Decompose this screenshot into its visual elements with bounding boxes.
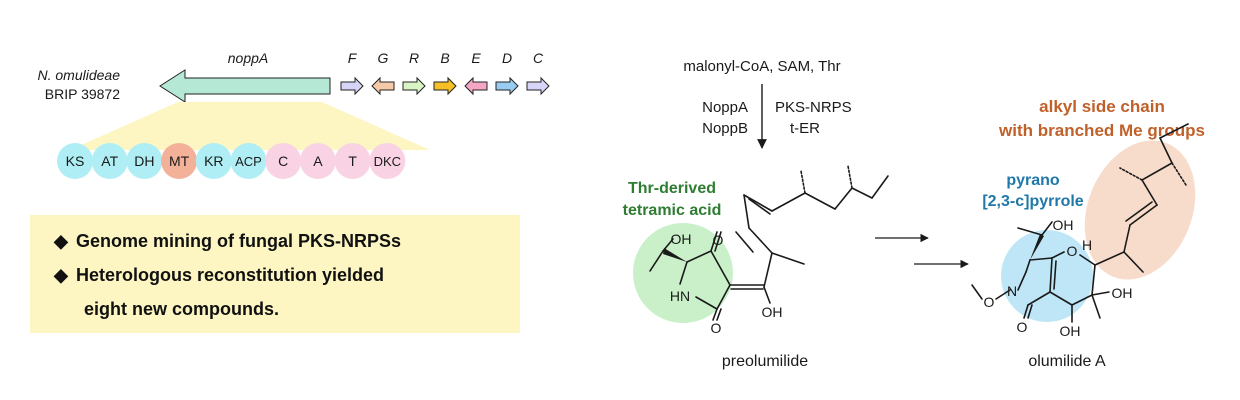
substrates-label: malonyl-CoA, SAM, Thr xyxy=(683,58,840,75)
olumilide-structure xyxy=(971,123,1189,323)
preolumilide-enol-oh: OH xyxy=(762,304,783,320)
thr-label-line2: tetramic acid xyxy=(623,202,722,219)
bullet-reconstitution: ◆ Heterologous reconstitution yielded xyxy=(54,265,384,286)
gene-label-e: E xyxy=(471,50,481,66)
gene-arrow-f xyxy=(340,76,364,96)
preolumilide-name: preolumilide xyxy=(722,353,808,370)
side-chain-label-line1: alkyl side chain xyxy=(1039,97,1165,116)
domain-circle-mt xyxy=(161,143,198,179)
domain-label-t: T xyxy=(348,153,357,169)
olumilide-oh-bottom: OH xyxy=(1060,323,1081,339)
diamond-bullet-icon: ◆ xyxy=(54,231,68,251)
domain-label-dh: DH xyxy=(134,153,154,169)
preolumilide-o-bottom: O xyxy=(711,320,722,336)
gene-arrow-r xyxy=(402,76,426,96)
enzyme-noppb: NoppB xyxy=(702,120,748,137)
side-chain-label-line2: with branched Me groups xyxy=(998,121,1205,140)
domain-label-at: AT xyxy=(101,153,118,169)
gene-label-f: F xyxy=(348,50,358,66)
enzyme-pks-nrps: PKS-NRPS xyxy=(775,99,852,116)
domain-label-acp: ACP xyxy=(235,154,262,169)
gene-arrow-e xyxy=(464,76,488,96)
preolumilide-hn: HN xyxy=(670,288,690,304)
domain-circle-c xyxy=(265,143,302,179)
diamond-bullet-icon: ◆ xyxy=(54,265,68,285)
preolumilide-structure xyxy=(649,165,889,321)
pyrano-label-line1: pyrano xyxy=(1006,172,1060,189)
domain-circle-at xyxy=(91,143,128,179)
organism-strain: BRIP 39872 xyxy=(45,86,120,102)
domain-circle-t xyxy=(334,143,371,179)
olumilide-ome-o: O xyxy=(984,294,995,310)
domain-label-kr: KR xyxy=(204,153,223,169)
domain-circle-dh xyxy=(126,143,163,179)
domain-circle-ks xyxy=(57,143,93,179)
domain-circle-kr xyxy=(195,143,232,179)
gene-label-r: R xyxy=(409,50,419,66)
domain-label-ks: KS xyxy=(66,153,85,169)
olumilide-oh-top: OH xyxy=(1053,217,1074,233)
pyrano-label-line2: [2,3-c]pyrrole xyxy=(982,193,1083,210)
thr-label-line1: Thr-derived xyxy=(628,180,716,197)
gene-arrow-c xyxy=(526,76,550,96)
enzyme-noppa: NoppA xyxy=(702,99,748,116)
domain-label-dkc: DKC xyxy=(374,154,401,169)
domain-circle-a xyxy=(299,143,336,179)
organism-species: N. omulideae xyxy=(38,67,121,83)
main-gene-label: noppA xyxy=(228,50,268,66)
preolumilide-o-top: O xyxy=(713,232,724,248)
olumilide-carbonyl-o: O xyxy=(1017,319,1028,335)
domain-circle-acp xyxy=(230,143,267,179)
domain-label-c: C xyxy=(278,153,288,169)
gene-arrow-d xyxy=(495,76,519,96)
gene-label-b: B xyxy=(440,50,449,66)
preolumilide-oh: OH xyxy=(671,231,692,247)
bullet-text: Genome mining of fungal PKS-NRPSs xyxy=(76,231,402,251)
noppa-gene-arrow xyxy=(159,69,331,103)
olumilide-name: olumilide A xyxy=(1028,353,1106,370)
bullet-continuation: eight new compounds. xyxy=(84,299,280,319)
gene-label-d: D xyxy=(502,50,512,66)
olumilide-ring-o: O xyxy=(1067,243,1078,259)
domain-label-mt: MT xyxy=(169,153,190,169)
gene-arrow-g xyxy=(371,76,395,96)
gene-arrow-b xyxy=(433,76,457,96)
olumilide-h: H xyxy=(1082,237,1092,253)
gene-label-c: C xyxy=(533,50,544,66)
domain-circle-dkc xyxy=(369,143,406,179)
pyranopyrrole-highlight xyxy=(1001,230,1093,322)
highlights-box: ◆ Genome mining of fungal PKS-NRPSs ◆ Hete… xyxy=(30,215,520,333)
bullet-genome-mining: ◆ Genome mining of fungal PKS-NRPSs xyxy=(54,231,401,252)
domain-expansion-shade xyxy=(70,102,430,150)
enzyme-ter: t-ER xyxy=(790,120,820,137)
domain-label-a: A xyxy=(313,153,323,169)
gene-label-g: G xyxy=(378,50,389,66)
olumilide-oh-right: OH xyxy=(1112,285,1133,301)
bullet-text: Heterologous reconstitution yielded xyxy=(76,265,385,285)
olumilide-n: N xyxy=(1007,283,1017,299)
